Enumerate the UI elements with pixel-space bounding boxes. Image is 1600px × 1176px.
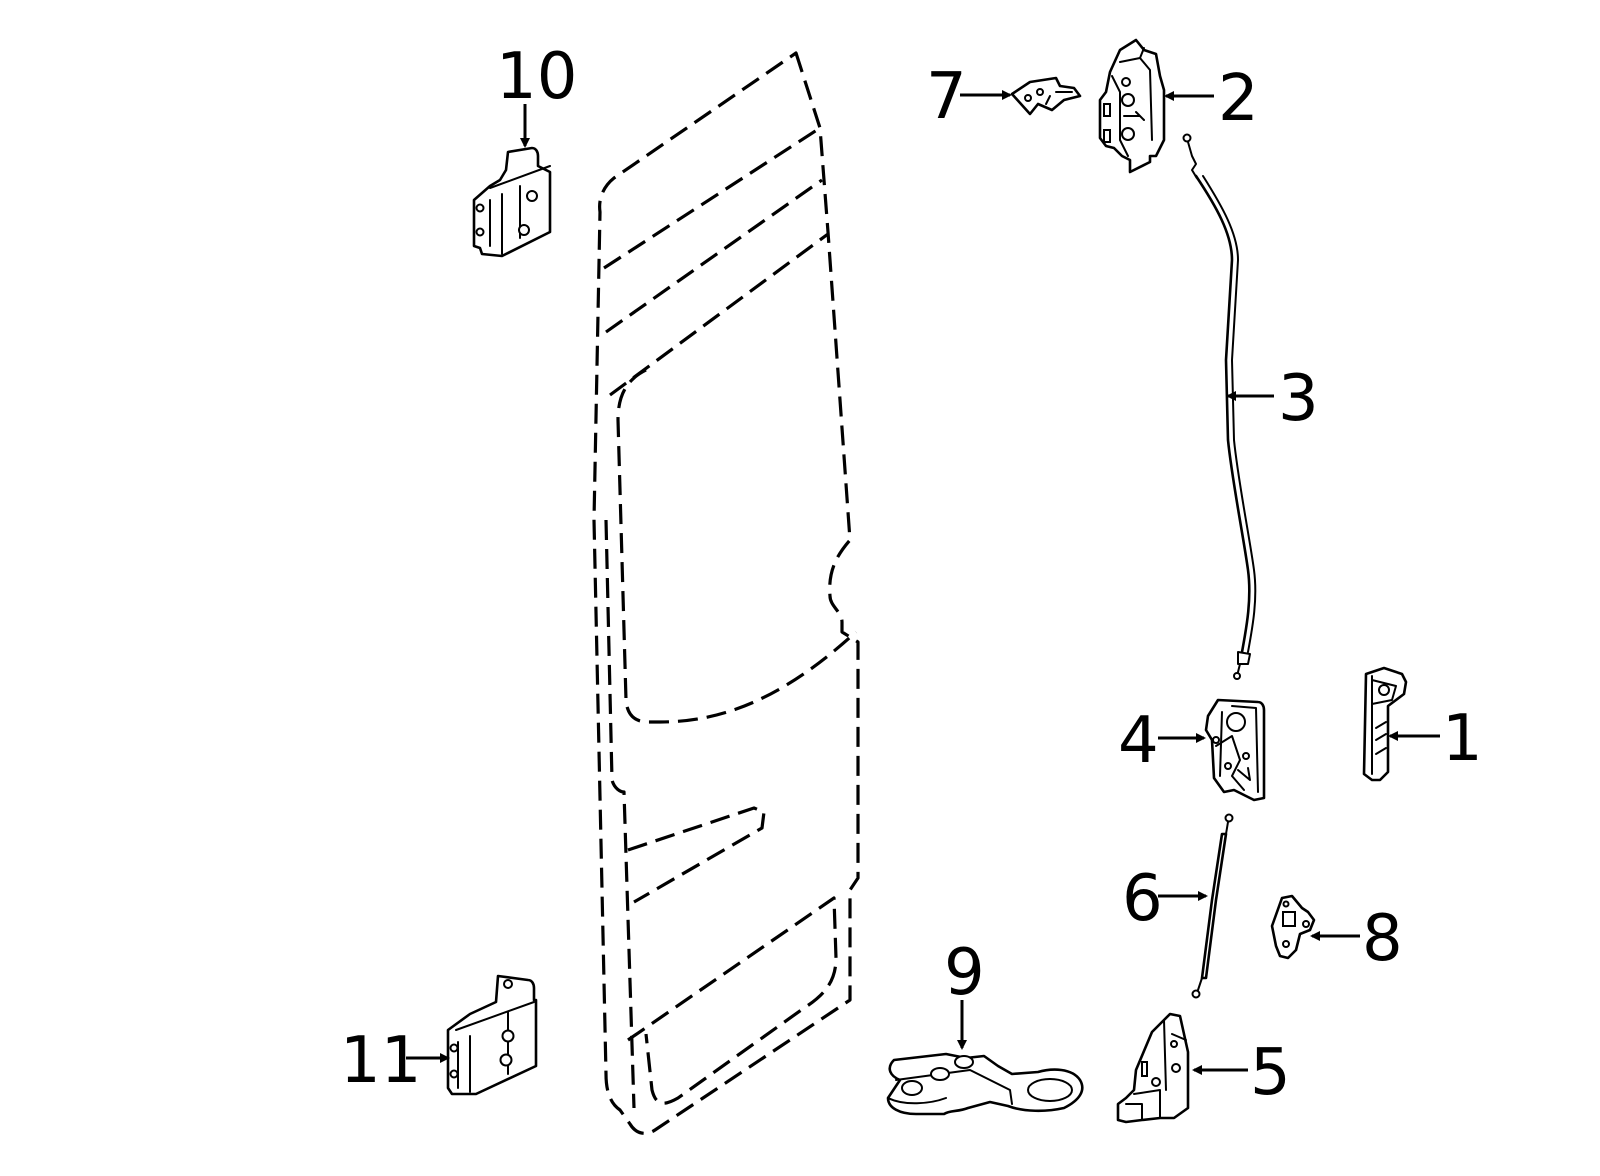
callout-9: 9: [944, 936, 985, 1010]
callout-4: 4: [1118, 704, 1159, 778]
striker-icon: [1362, 666, 1408, 782]
callout-11: 11: [340, 1024, 421, 1098]
callout-2: 2: [1218, 62, 1259, 136]
handle-icon: [1204, 698, 1266, 802]
cable-icon: [1191, 813, 1234, 999]
bracket-icon: [1010, 76, 1082, 116]
hinge-icon: [446, 974, 538, 1096]
callout-3: 3: [1278, 362, 1319, 436]
callout-6: 6: [1122, 862, 1163, 936]
door-panel-outline: [592, 51, 860, 1135]
latch-icon: [1098, 38, 1166, 174]
callout-10: 10: [496, 40, 577, 114]
callout-5: 5: [1250, 1036, 1291, 1110]
callout-labels: 1 2 3 4 5 6 7 8 9 10 11: [340, 40, 1483, 1110]
hinge-icon: [472, 146, 552, 258]
latch-icon: [1116, 1012, 1190, 1124]
cable-icon: [1182, 133, 1257, 680]
callout-8: 8: [1362, 902, 1403, 976]
callout-7: 7: [926, 60, 967, 134]
leader-lines: [406, 90, 1440, 1075]
callout-1: 1: [1442, 702, 1483, 776]
bumper-icon: [1270, 894, 1316, 960]
bracket-icon: [886, 1052, 1084, 1116]
